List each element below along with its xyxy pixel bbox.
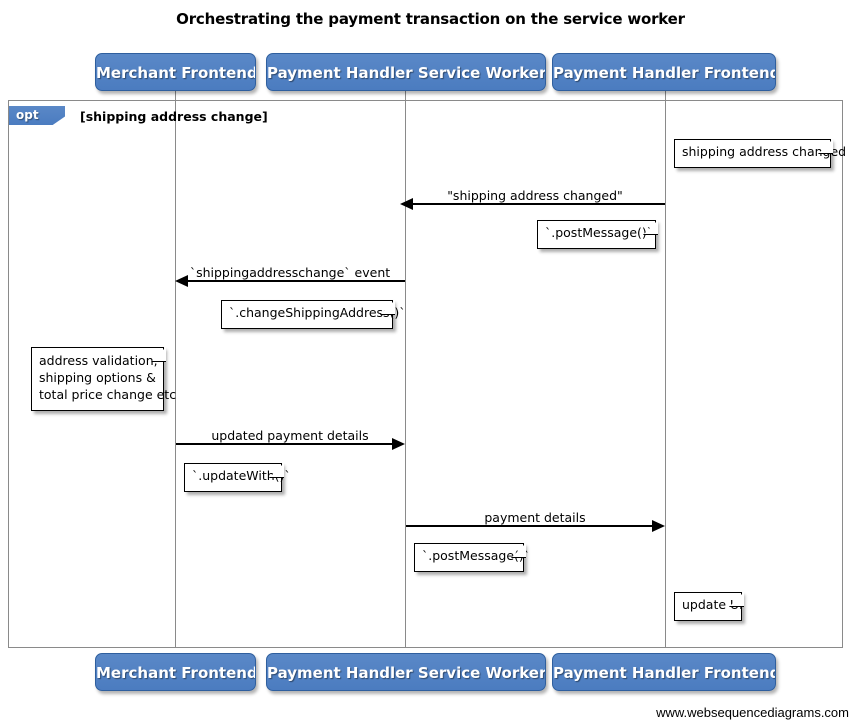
- site-credit: www.websequencediagrams.com: [656, 705, 849, 720]
- participant-bottom-payment-handler-service-worker[interactable]: Payment Handler Service Worker: [266, 653, 546, 691]
- message-label-payment-details: payment details: [484, 510, 586, 525]
- message-line-shippingaddresschange-event: [187, 280, 405, 282]
- message-line-shipping-address-changed: [412, 203, 665, 205]
- lifeline-merchant-frontend: [175, 88, 176, 648]
- arrowhead-right-icon-1: [392, 438, 405, 450]
- lifeline-payment-handler-frontend: [665, 88, 666, 648]
- note-post-message-2: `.postMessage()`: [414, 543, 530, 572]
- note-address-validation: address validation, shipping options & t…: [31, 347, 176, 411]
- participant-bottom-payment-handler-frontend[interactable]: Payment Handler Frontend: [552, 653, 776, 691]
- participant-top-merchant-frontend[interactable]: Merchant Frontend: [95, 53, 256, 91]
- arrowhead-left-icon-1: [400, 198, 413, 210]
- message-label-shipping-address-changed: "shipping address changed": [447, 188, 623, 203]
- arrowhead-left-icon-2: [175, 275, 188, 287]
- participant-bottom-merchant-frontend[interactable]: Merchant Frontend: [95, 653, 256, 691]
- note-update-with: `.updateWith()`: [184, 463, 291, 492]
- message-label-shippingaddresschange-event: `shippingaddresschange` event: [189, 265, 391, 280]
- lifeline-payment-handler-service-worker: [405, 88, 406, 648]
- participant-top-payment-handler-frontend[interactable]: Payment Handler Frontend: [552, 53, 776, 91]
- arrowhead-right-icon-2: [652, 520, 665, 532]
- page-title: Orchestrating the payment transaction on…: [176, 10, 685, 28]
- note-shipping-address-changed: shipping address changed: [674, 139, 846, 168]
- fragment-opt: [8, 100, 843, 648]
- participant-top-payment-handler-service-worker[interactable]: Payment Handler Service Worker: [266, 53, 546, 91]
- fragment-opt-tab: opt: [9, 106, 65, 125]
- message-line-updated-payment-details: [176, 443, 393, 445]
- note-change-shipping-address: `.changeShippingAddress()`: [221, 300, 406, 329]
- note-post-message-1: `.postMessage()`: [537, 220, 656, 249]
- message-label-updated-payment-details: updated payment details: [211, 428, 369, 443]
- fragment-opt-guard: [shipping address change]: [80, 109, 268, 124]
- message-line-payment-details: [406, 525, 653, 527]
